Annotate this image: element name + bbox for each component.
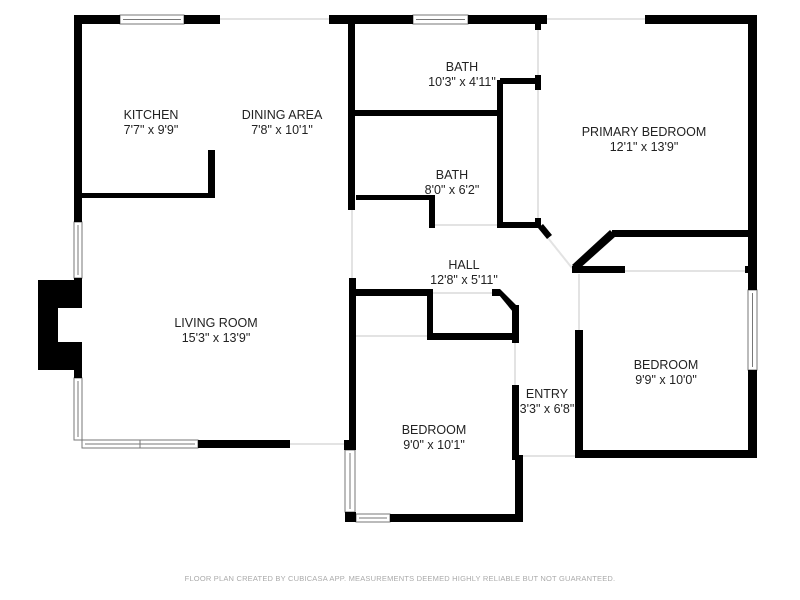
room-size: 9'9" x 10'0" (635, 373, 697, 387)
room-name: LIVING ROOM (174, 316, 258, 330)
room-size: 9'0" x 10'1" (403, 438, 465, 452)
room-name: BEDROOM (633, 358, 699, 372)
room-name: BATH (445, 60, 479, 74)
room-name: BATH (435, 168, 469, 182)
room-size: 7'7" x 9'9" (123, 123, 179, 137)
room-size: 10'3" x 4'11" (428, 75, 496, 89)
footer-disclaimer: FLOOR PLAN CREATED BY CUBICASA APP. MEAS… (184, 574, 616, 583)
room-name: HALL (448, 258, 480, 272)
room-name: KITCHEN (123, 108, 179, 122)
fireplace (38, 280, 82, 370)
openings (220, 18, 745, 457)
room-size: 12'8" x 5'11" (430, 273, 498, 287)
walls (74, 15, 757, 522)
room-name: ENTRY (525, 387, 569, 401)
room-size: 7'8" x 10'1" (251, 123, 313, 137)
room-size: 3'3" x 6'8" (519, 402, 575, 416)
room-name: BEDROOM (401, 423, 467, 437)
windows (73, 14, 758, 523)
room-size: 8'0" x 6'2" (424, 183, 480, 197)
room-name: PRIMARY BEDROOM (581, 125, 707, 139)
room-size: 12'1" x 13'9" (609, 140, 679, 154)
room-size: 15'3" x 13'9" (181, 331, 251, 345)
room-name: DINING AREA (241, 108, 323, 122)
